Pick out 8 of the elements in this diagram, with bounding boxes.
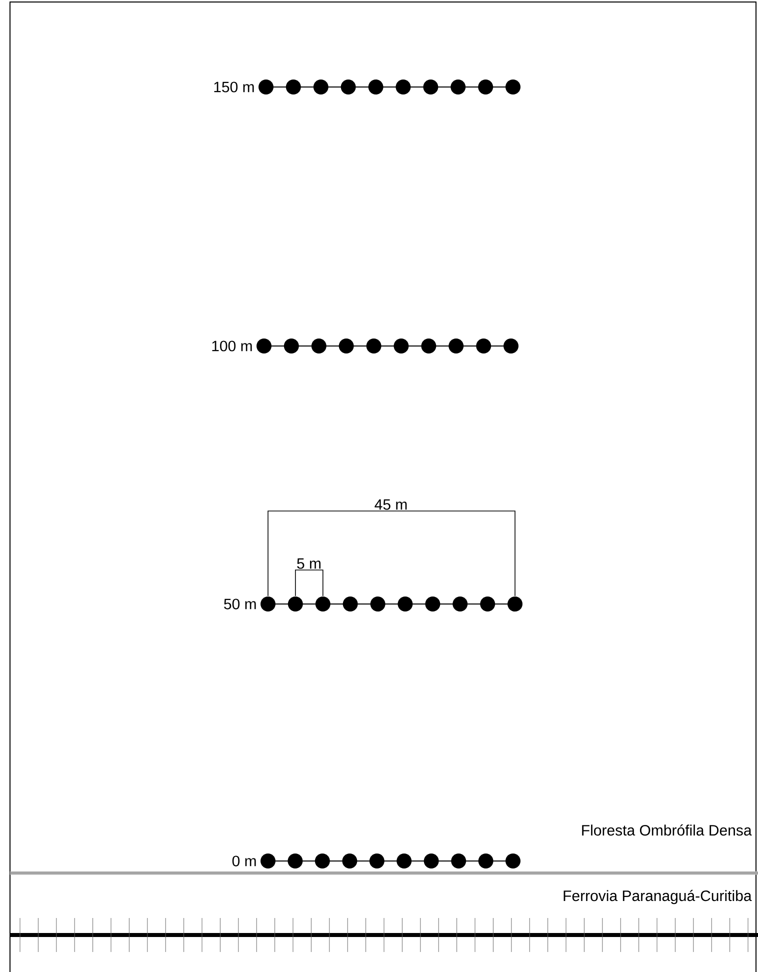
distance-label: 100 m: [212, 340, 252, 352]
area-label: Floresta Ombrófila Densa: [582, 824, 752, 836]
railway-label: Ferrovia Paranaguá-Curitiba: [564, 890, 752, 904]
distance-label: 50 m: [224, 598, 256, 610]
distance-label: 0 m: [232, 856, 256, 866]
dimension-label: 5 m: [297, 558, 320, 569]
distance-label: 150 m: [214, 82, 254, 92]
dimension-label: 45 m: [374, 499, 407, 510]
